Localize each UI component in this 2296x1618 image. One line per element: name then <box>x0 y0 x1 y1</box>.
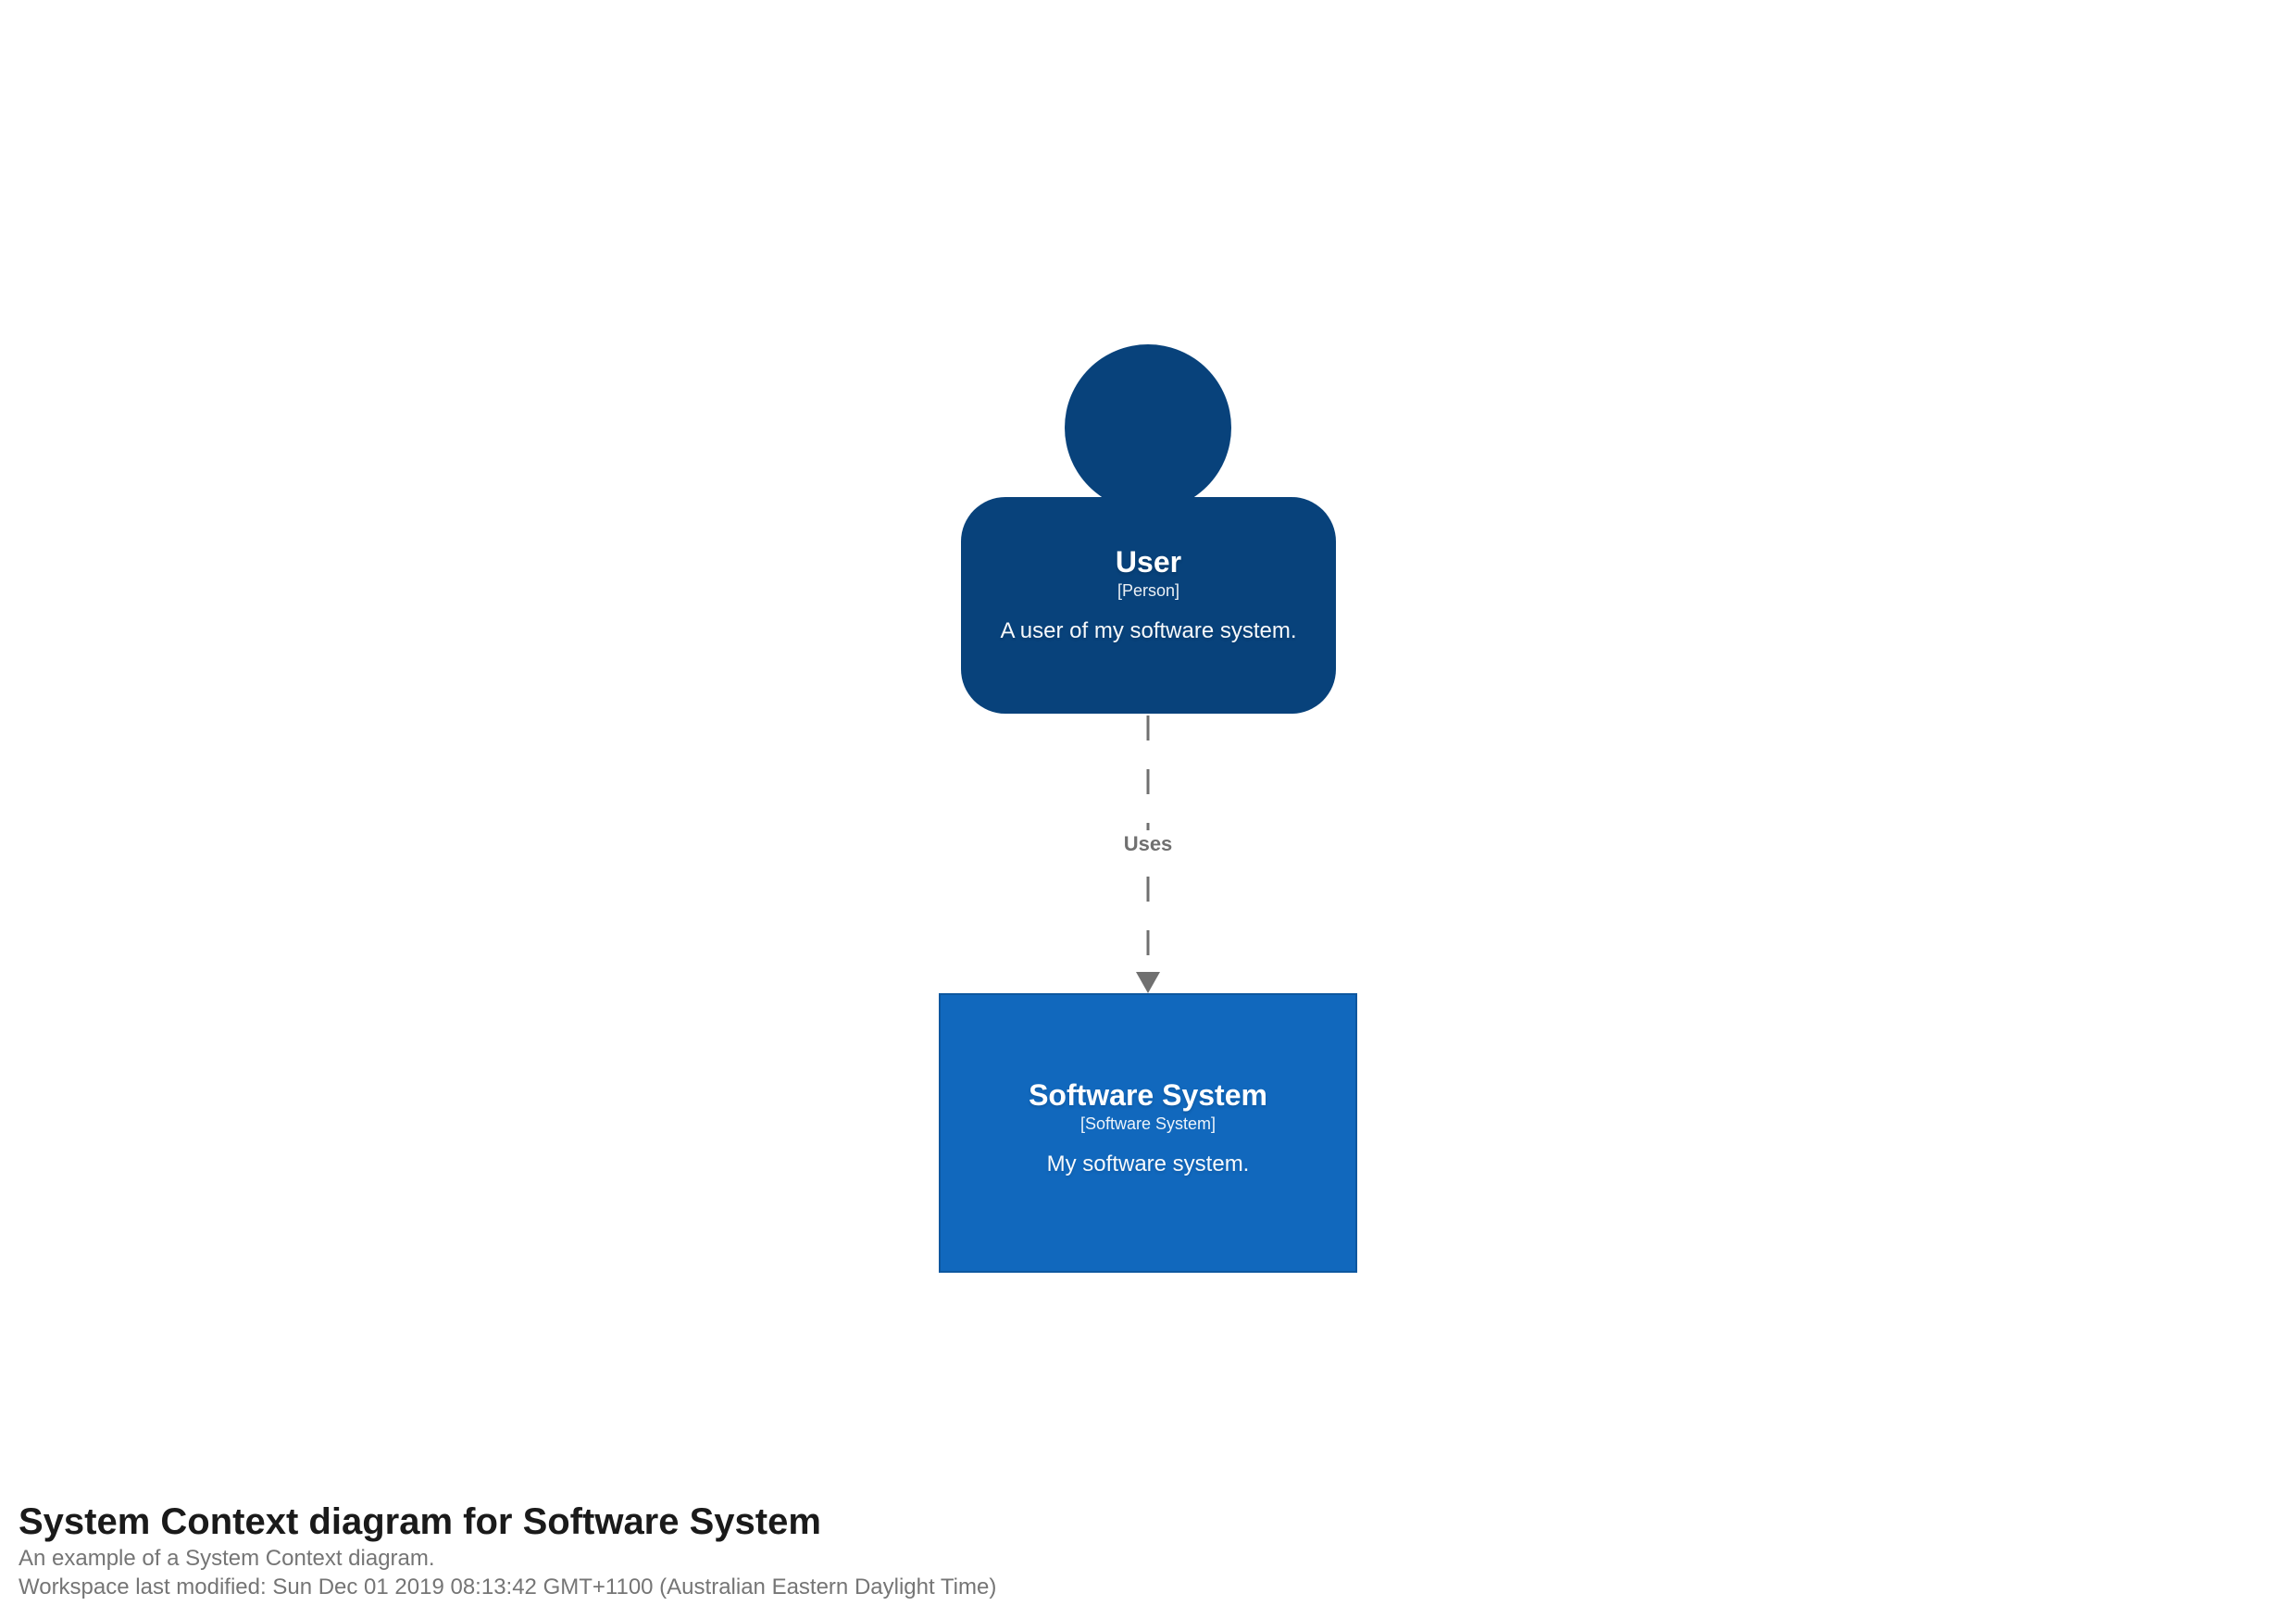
person-name: User <box>1115 545 1182 579</box>
person-head-shape <box>1065 344 1231 511</box>
software-system-element[interactable]: Software System [Software System] My sof… <box>939 993 1357 1273</box>
person-body-shape: User [Person] A user of my software syst… <box>961 497 1336 714</box>
person-element-user[interactable]: User [Person] A user of my software syst… <box>961 344 1336 714</box>
diagram-title: System Context diagram for Software Syst… <box>19 1501 821 1542</box>
person-description: A user of my software system. <box>1000 618 1297 643</box>
workspace-last-modified: Workspace last modified: Sun Dec 01 2019… <box>19 1574 997 1599</box>
person-meta: [Person] <box>1117 581 1180 600</box>
system-name: Software System <box>1029 1078 1267 1112</box>
diagram-subtitle: An example of a System Context diagram. <box>19 1546 435 1571</box>
system-description: My software system. <box>1046 1151 1250 1176</box>
system-meta: [Software System] <box>1079 1114 1217 1133</box>
diagram-metadata: System Context diagram for Software Syst… <box>19 1500 996 1601</box>
relationship-arrowhead-icon <box>1136 972 1160 993</box>
relationship-label[interactable]: Uses <box>1114 830 1182 858</box>
